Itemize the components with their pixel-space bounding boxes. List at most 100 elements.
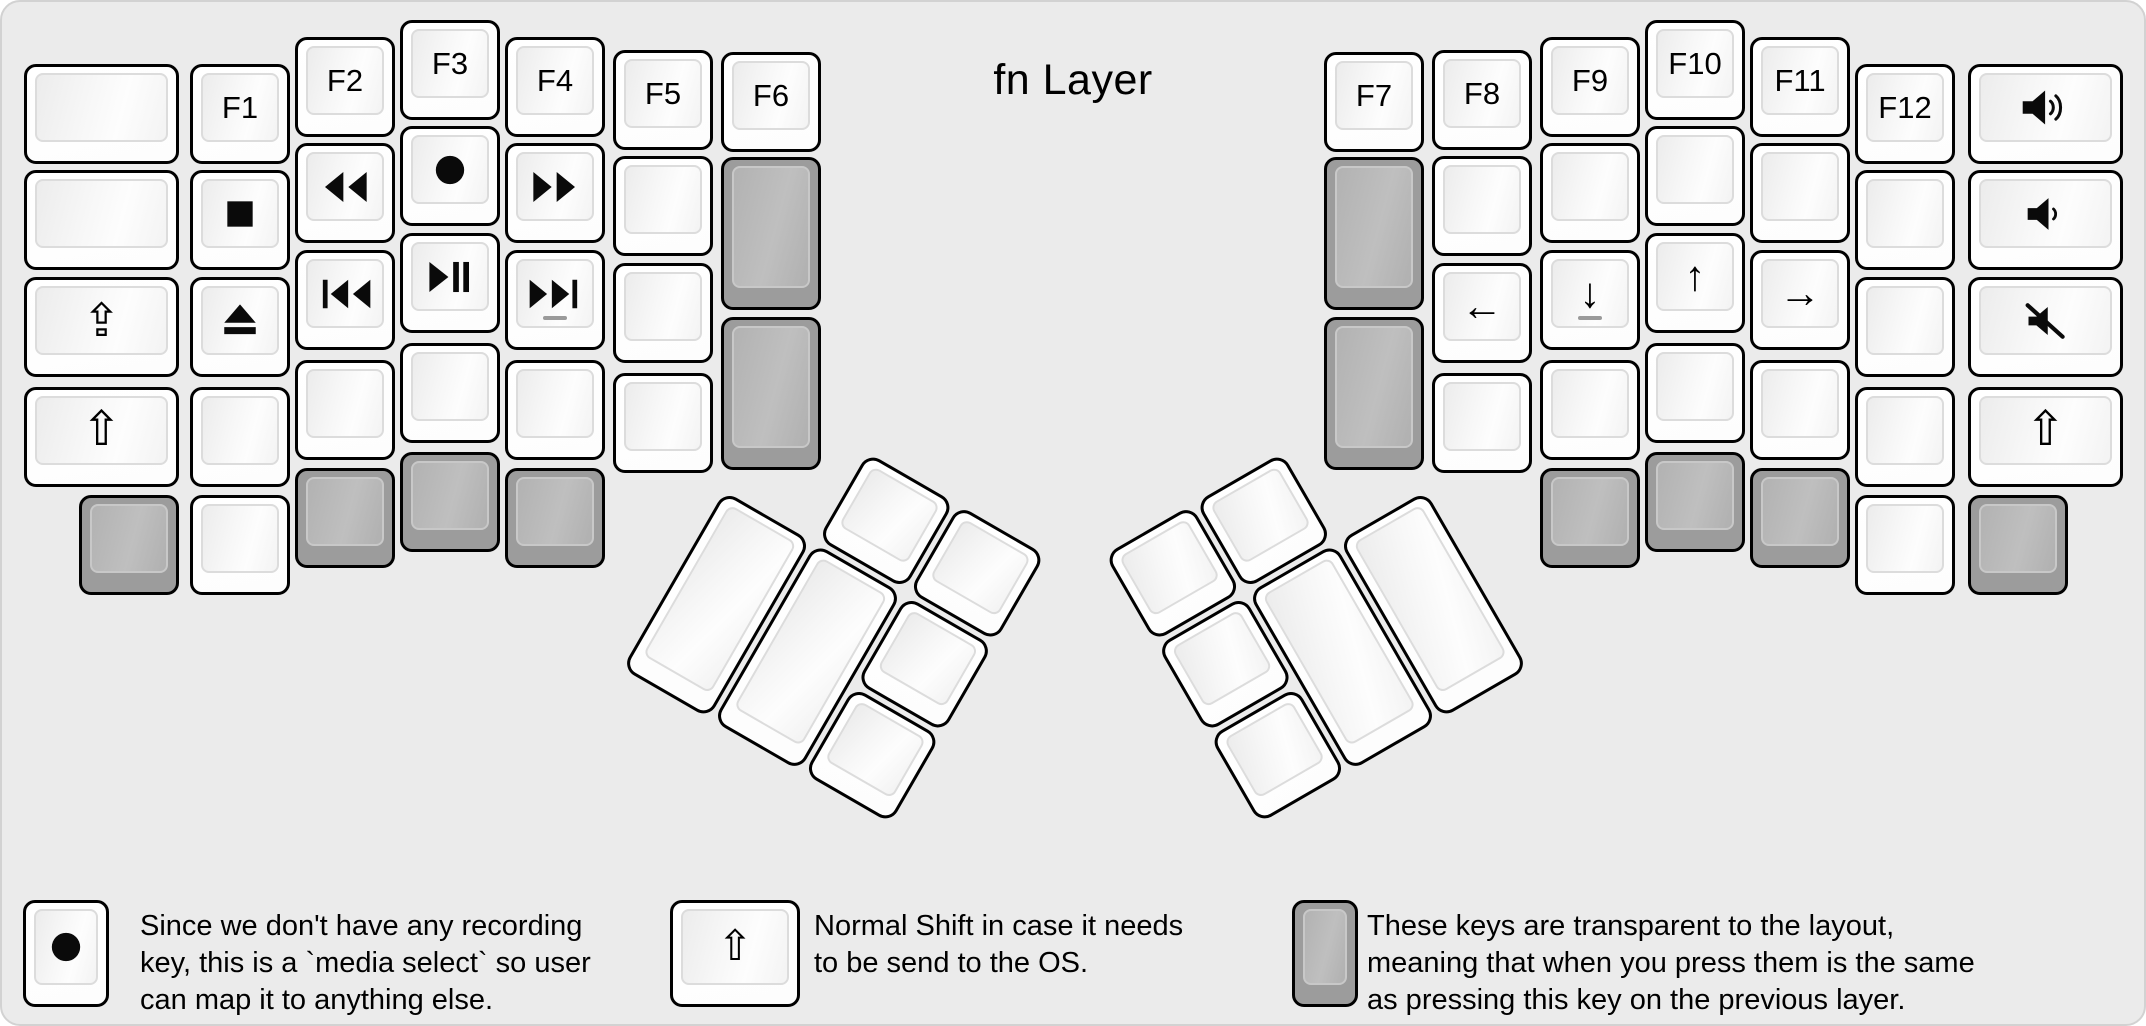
keycap-face [1551, 152, 1629, 221]
key-f5: F5 [613, 50, 713, 150]
keycap-face [929, 518, 1032, 618]
key-f11-label: F11 [1774, 63, 1826, 98]
keycap-face [90, 504, 168, 573]
keycap-face [1761, 152, 1839, 221]
key-blank [24, 170, 179, 270]
keycap-face [1171, 609, 1274, 708]
rewind-icon [325, 171, 367, 202]
key-f12-label: F12 [1878, 90, 1932, 125]
key-transparent [1968, 495, 2068, 595]
key-f8-label: F8 [1463, 76, 1501, 111]
arrow-right-icon: → [1779, 268, 1821, 316]
key-f3-label: F3 [431, 46, 469, 81]
key-transparent [295, 468, 395, 568]
volume-up-icon [2022, 90, 2062, 125]
keycap-face [306, 259, 384, 328]
key-f5-label: F5 [644, 76, 682, 111]
key-transparent [400, 452, 500, 552]
caps-lock-icon: ⇪ [82, 293, 121, 346]
keycap-face: ⇧ [681, 909, 789, 985]
keycap-face: ⇪ [35, 286, 168, 355]
key-f6-label: F6 [752, 78, 790, 113]
key-f12: F12 [1855, 64, 1955, 164]
key-transparent [1540, 468, 1640, 568]
keycap-face [624, 272, 702, 341]
key-f7-label: F7 [1355, 78, 1393, 113]
legend-text-line: Since we don't have any recording [140, 910, 583, 942]
key-f4-label: F4 [536, 63, 574, 98]
key-blank [1540, 360, 1640, 460]
key-blank [1645, 126, 1745, 226]
keycap-face [1335, 326, 1413, 448]
key-shift-right: ⇧ [1968, 387, 2123, 487]
shift-icon: ⇧ [717, 922, 753, 969]
keycap-face [624, 382, 702, 451]
key-blank [1540, 143, 1640, 243]
key-arrow-down: ↓ [1540, 250, 1640, 350]
keycap-face [516, 152, 594, 221]
keycap-face [1979, 73, 2112, 142]
key-blank [400, 343, 500, 443]
key-next-track [505, 250, 605, 350]
keycap-face [306, 369, 384, 438]
keycap-face [35, 179, 168, 248]
keycap-face [411, 242, 489, 311]
key-arrow-up: ↑ [1645, 233, 1745, 333]
key-blank [613, 156, 713, 256]
key-blank [190, 387, 290, 487]
key-f9: F9 [1540, 37, 1640, 137]
keycap-face [1866, 179, 1944, 248]
keycap-face: F1 [201, 73, 279, 142]
homing-bar [1578, 316, 1602, 320]
key-transparent [1324, 157, 1424, 310]
record-icon [51, 932, 81, 962]
key-blank [1432, 373, 1532, 473]
key-f6: F6 [721, 52, 821, 152]
key-f8: F8 [1432, 50, 1532, 150]
arrow-left-icon: ← [1461, 281, 1503, 329]
key-f4: F4 [505, 37, 605, 137]
key-record [400, 126, 500, 226]
legend-text-line: meaning that when you press them is the … [1367, 947, 1975, 979]
next-track-icon [529, 279, 578, 308]
mute-icon [2025, 302, 2065, 339]
keycap-face: ⇧ [1979, 396, 2112, 465]
key-prev-track [295, 250, 395, 350]
keycap-face: F6 [732, 61, 810, 130]
key-f10: F10 [1645, 20, 1745, 120]
keycap-face: F8 [1443, 59, 1521, 128]
arrow-down-icon: ↓ [1579, 268, 1601, 316]
keycap-face [732, 166, 810, 288]
keycap-face [1866, 286, 1944, 355]
keycap-face: ↓ [1551, 259, 1629, 328]
keycap-face [1979, 179, 2112, 248]
key-volume-down [1968, 170, 2123, 270]
key-blank [1432, 156, 1532, 256]
key-fast-forward [505, 143, 605, 243]
keycap-face [201, 179, 279, 248]
legend-transparent-key [1292, 900, 1358, 1007]
key-f1-label: F1 [221, 90, 259, 125]
keycap-face [411, 461, 489, 530]
legend-shift-key: ⇧ [670, 900, 800, 1007]
key-blank [613, 263, 713, 363]
key-blank [505, 360, 605, 460]
keycap-face [1303, 909, 1347, 985]
legend-transparent-keys-text: These keys are transparent to the layout… [1367, 908, 1975, 1019]
keycap-face [1443, 382, 1521, 451]
keycap-face [624, 165, 702, 234]
keycap-face [1223, 700, 1326, 799]
keycap-face [1118, 518, 1221, 618]
legend-text-line: Normal Shift in case it needs [814, 910, 1184, 942]
keycap-face [201, 396, 279, 465]
keycap-face [1551, 369, 1629, 438]
key-play-pause [400, 233, 500, 333]
legend-text-line: key, this is a `media select` so user [140, 947, 591, 979]
arrow-up-icon: ↑ [1684, 251, 1706, 299]
keycap-face [876, 609, 979, 708]
keycap-face: F4 [516, 46, 594, 115]
keycap-face: F7 [1335, 61, 1413, 130]
keycap-face [824, 700, 927, 799]
key-blank [1855, 387, 1955, 487]
